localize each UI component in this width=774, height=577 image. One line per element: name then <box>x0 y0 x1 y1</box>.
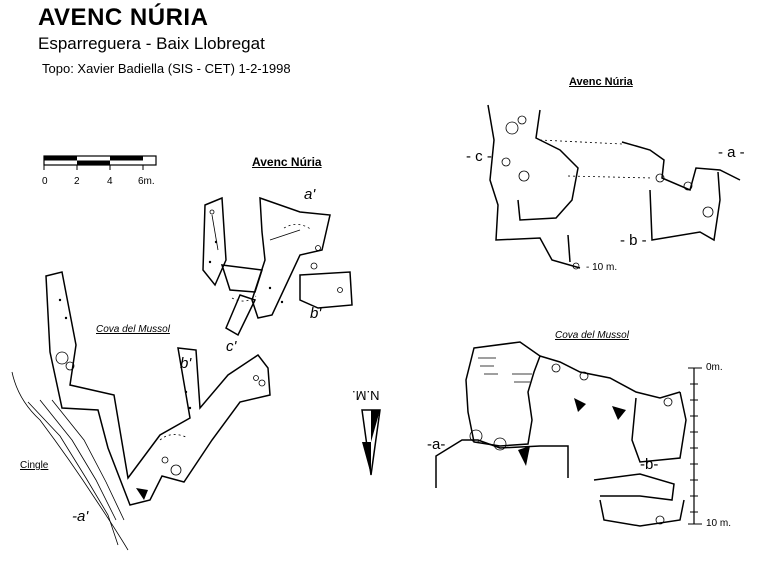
section-avenc-marker-c: - c - <box>466 148 492 165</box>
plan-label-cova: Cova del Mussol <box>96 324 170 335</box>
section-avenc-marker-b: - b - <box>620 232 647 249</box>
plan-marker-b-top: b' <box>310 305 322 322</box>
map-title: AVENC NÚRIA <box>38 4 209 31</box>
north-arrow <box>361 409 381 476</box>
section-cova-depth-bottom: 10 m. <box>706 518 732 529</box>
scale-tick-6: 6m. <box>138 176 155 187</box>
section-cova-depth-top: 0m. <box>706 362 723 373</box>
scale-tick-0: 0 <box>42 176 48 187</box>
section-cova-marker-b: -b- <box>640 456 659 473</box>
plan-cova <box>11 271 271 551</box>
section-cova-marker-a: -a- <box>427 436 446 453</box>
map-subtitle: Esparreguera - Baix Llobregat <box>38 34 265 53</box>
scale-bar <box>43 155 157 170</box>
section-cova-label: Cova del Mussol <box>555 330 629 341</box>
plan-label-avenc: Avenc Núria <box>252 155 322 169</box>
section-avenc <box>487 104 741 270</box>
scale-tick-4: 4 <box>107 176 113 187</box>
plan-marker-a-top: a' <box>304 186 316 203</box>
plan-marker-b-mid: b' <box>180 355 192 372</box>
plan-avenc <box>202 196 353 337</box>
section-avenc-label: Avenc Núria <box>569 76 633 88</box>
scale-tick-2: 2 <box>74 176 80 187</box>
plan-label-cingle: Cingle <box>20 460 49 471</box>
section-avenc-marker-a: - a - <box>718 144 745 161</box>
section-avenc-depth: - 10 m. <box>586 262 618 273</box>
survey-credit: Topo: Xavier Badiella (SIS - CET) 1-2-19… <box>42 61 291 76</box>
plan-marker-c: c' <box>226 338 237 355</box>
plan-marker-a-bottom: -a' <box>72 508 89 525</box>
section-cova <box>435 341 702 527</box>
north-label: N.M. <box>352 388 380 403</box>
